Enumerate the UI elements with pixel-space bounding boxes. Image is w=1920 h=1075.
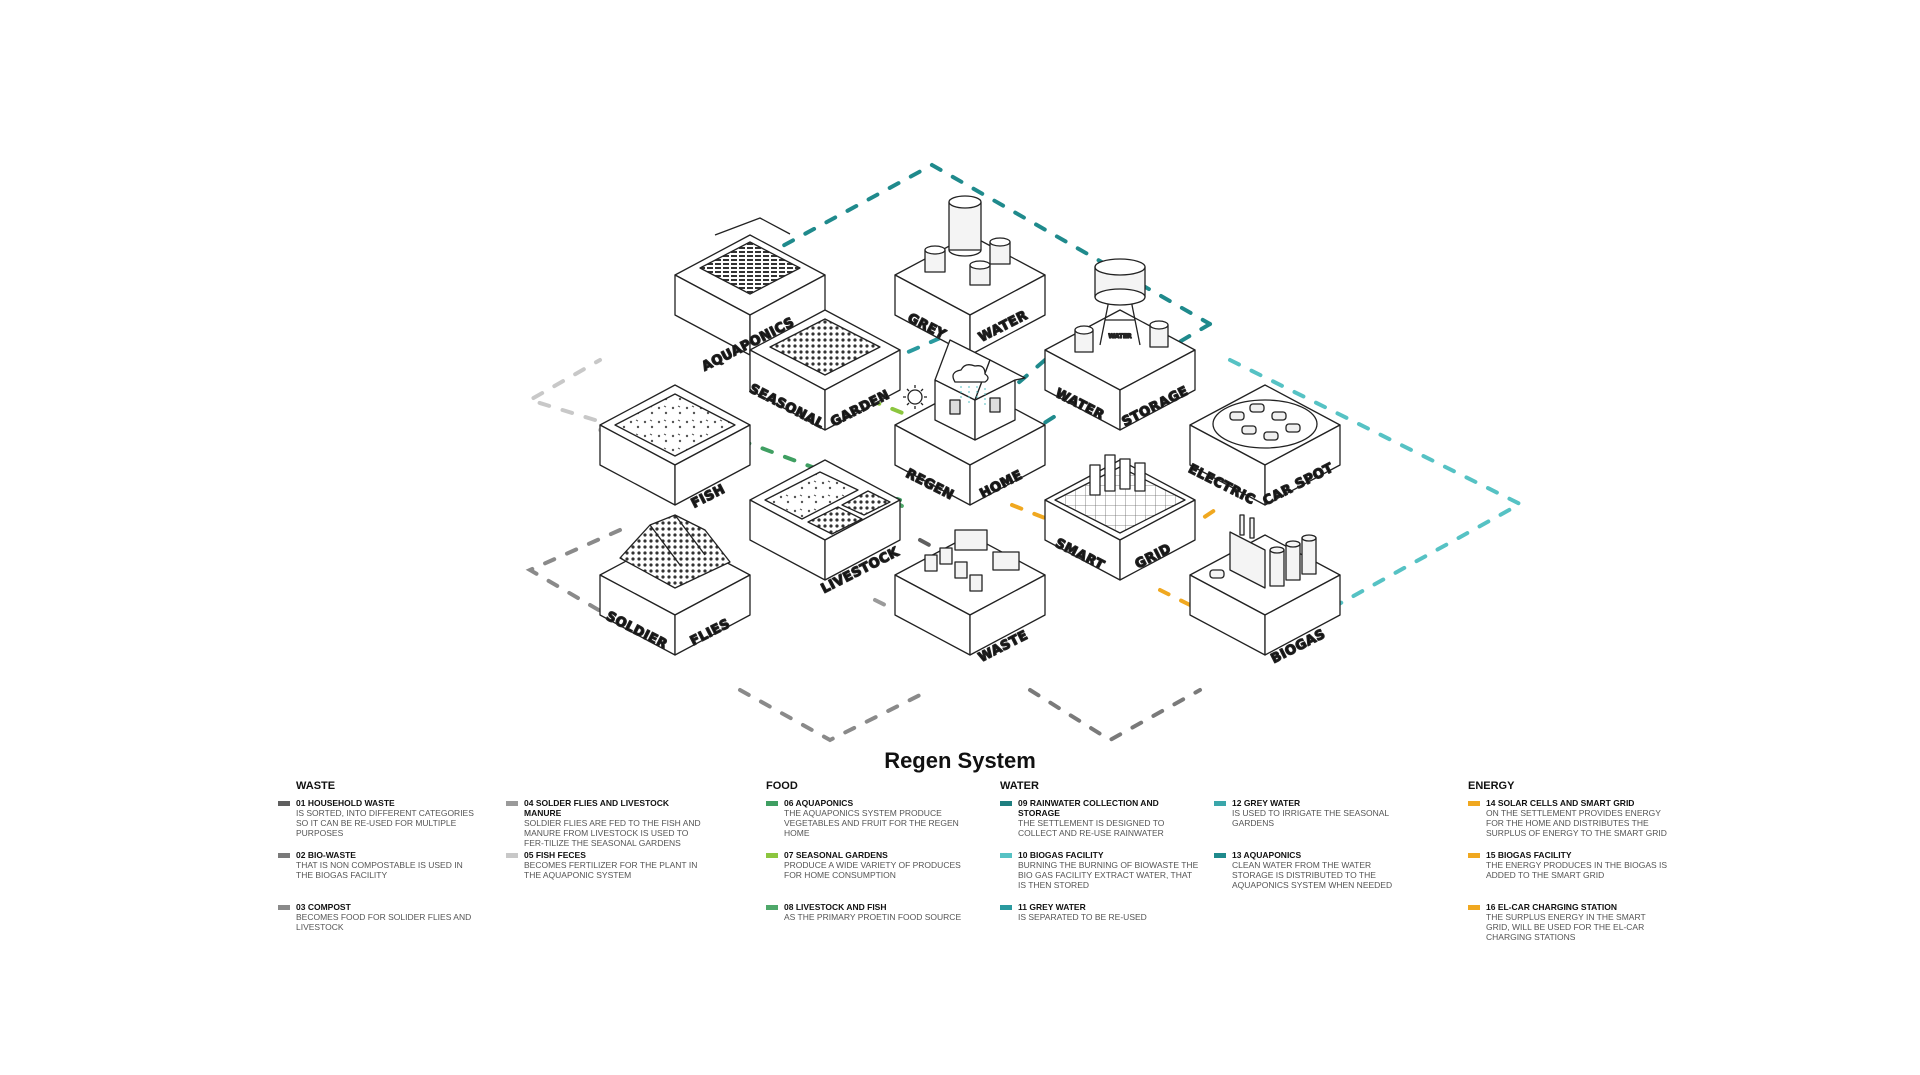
- flow-biogas-water: [1228, 358, 1525, 622]
- legend-swatch: [1214, 853, 1226, 858]
- tile-smart-grid: [1044, 454, 1196, 581]
- flow-garden-to-home: [868, 398, 922, 422]
- legend-item-title: 15 BIOGAS FACILITY: [1486, 850, 1572, 860]
- flow-grey-to-home: [1008, 358, 1047, 392]
- legend-item-title: 09 RAINWATER COLLECTION AND STORAGE: [1018, 798, 1159, 818]
- legend-item-desc: THE SURPLUS ENERGY IN THE SMART GRID, WI…: [1486, 912, 1646, 942]
- legend-item-desc: CLEAN WATER FROM THE WATER STORAGE IS DI…: [1232, 860, 1393, 890]
- tile-soldier-flies: [599, 514, 751, 656]
- legend-swatch: [766, 905, 778, 910]
- legend-item-desc: ON THE SETTLEMENT PROVIDES ENERGY FOR TH…: [1486, 808, 1667, 838]
- tile-regen-home: [894, 339, 1046, 506]
- flow-biowaste-bottom: [1028, 688, 1202, 743]
- legend-item-desc: IS SORTED, INTO DIFFERENT CATEGORIES SO …: [296, 808, 474, 838]
- legend-category-waste: WASTE: [296, 780, 336, 792]
- legend-item-title: 05 FISH FECES: [524, 850, 586, 860]
- tile-seasonal-garden: [749, 309, 901, 431]
- flow-compost-bottom: [738, 688, 932, 743]
- label-water-tank: WATER: [1108, 333, 1132, 340]
- legend-item-title: 13 AQUAPONICS: [1232, 850, 1302, 860]
- legend-item-title: 02 BIO-WASTE: [296, 850, 356, 860]
- legend-item-desc: THE SETTLEMENT IS DESIGNED TO COLLECT AN…: [1018, 818, 1165, 838]
- legend-item-desc: SOLDIER FLIES ARE FED TO THE FISH AND MA…: [524, 818, 701, 848]
- legend-item-title: 04 SOLDER FLIES AND LIVESTOCK MANURE: [524, 798, 669, 818]
- legend-item-title: 07 SEASONAL GARDENS: [784, 850, 888, 860]
- tile-electric-car-spot: [1189, 384, 1341, 506]
- legend-item-desc: AS THE PRIMARY PROETIN FOOD SOURCE: [784, 912, 962, 922]
- flow-fish-feces: [524, 358, 602, 422]
- tile-water-storage: [1044, 258, 1196, 431]
- legend-item-title: 08 LIVESTOCK AND FISH: [784, 902, 887, 912]
- legend-item-desc: PRODUCE A WIDE VARIETY OF PRODUCES FOR H…: [784, 860, 961, 880]
- legend-item-desc: IS SEPARATED TO BE RE-USED: [1018, 912, 1147, 922]
- flow-grey-to-garden: [888, 336, 942, 362]
- legend-swatch: [278, 905, 290, 910]
- legend-item-title: 10 BIOGAS FACILITY: [1018, 850, 1104, 860]
- legend-category-food: FOOD: [766, 780, 798, 792]
- tile-biogas: [1189, 514, 1341, 656]
- legend-swatch: [1000, 905, 1012, 910]
- page-title: Regen System: [884, 748, 1036, 773]
- tile-grey-water: [894, 195, 1046, 356]
- tile-livestock: [749, 459, 901, 581]
- legend-swatch: [1468, 801, 1480, 806]
- legend-item-desc: BECOMES FERTILIZER FOR THE PLANT IN THE …: [524, 860, 698, 880]
- legend-swatch: [1000, 853, 1012, 858]
- legend-item-desc: THAT IS NON COMPOSTABLE IS USED IN THE B…: [296, 860, 463, 880]
- legend-item-title: 12 GREY WATER: [1232, 798, 1301, 808]
- legend-swatch: [1468, 853, 1480, 858]
- legend-item-title: 03 COMPOST: [296, 902, 351, 912]
- legend-item-title: 01 HOUSEHOLD WASTE: [296, 798, 395, 808]
- tile-fish: [599, 384, 751, 506]
- legend-item-title: 16 EL-CAR CHARGING STATION: [1486, 902, 1617, 912]
- legend-item-desc: BECOMES FOOD FOR SOLIDER FLIES AND LIVES…: [296, 912, 472, 932]
- legend-item-desc: THE ENERGY PRODUCES IN THE BIOGAS IS ADD…: [1486, 860, 1668, 880]
- flow-biogas-to-grid: [1158, 588, 1192, 607]
- tile-waste: [894, 529, 1046, 656]
- legend-swatch: [766, 853, 778, 858]
- legend-item-title: 14 SOLAR CELLS AND SMART GRID: [1486, 798, 1635, 808]
- legend-item-desc: THE AQUAPONICS SYSTEM PRODUCE VEGETABLES…: [784, 808, 959, 838]
- legend-swatch: [1468, 905, 1480, 910]
- legend-swatch: [278, 801, 290, 806]
- legend-item-desc: BURNING THE BURNING OF BIOWASTE THE BIO …: [1018, 860, 1199, 890]
- legend-swatch: [766, 801, 778, 806]
- regen-system-diagram: AQUAPONICS GREY WATER: [524, 162, 1525, 743]
- legend-category-energy: ENERGY: [1468, 780, 1515, 792]
- flow-rainwater-loop: [740, 162, 1212, 326]
- legend-category-water: WATER: [1000, 780, 1039, 792]
- legend: WASTE FOOD WATER ENERGY 01 HOUSEHOLD WAS…: [0, 780, 1920, 980]
- legend-item-desc: IS USED TO IRRIGATE THE SEASONAL GARDENS: [1232, 808, 1389, 828]
- legend-swatch: [506, 801, 518, 806]
- legend-swatch: [1000, 801, 1012, 806]
- legend-item-title: 11 GREY WATER: [1018, 902, 1086, 912]
- legend-item-title: 06 AQUAPONICS: [784, 798, 854, 808]
- legend-swatch: [278, 853, 290, 858]
- legend-swatch: [506, 853, 518, 858]
- legend-swatch: [1214, 801, 1226, 806]
- tile-aquaponics: [674, 217, 826, 356]
